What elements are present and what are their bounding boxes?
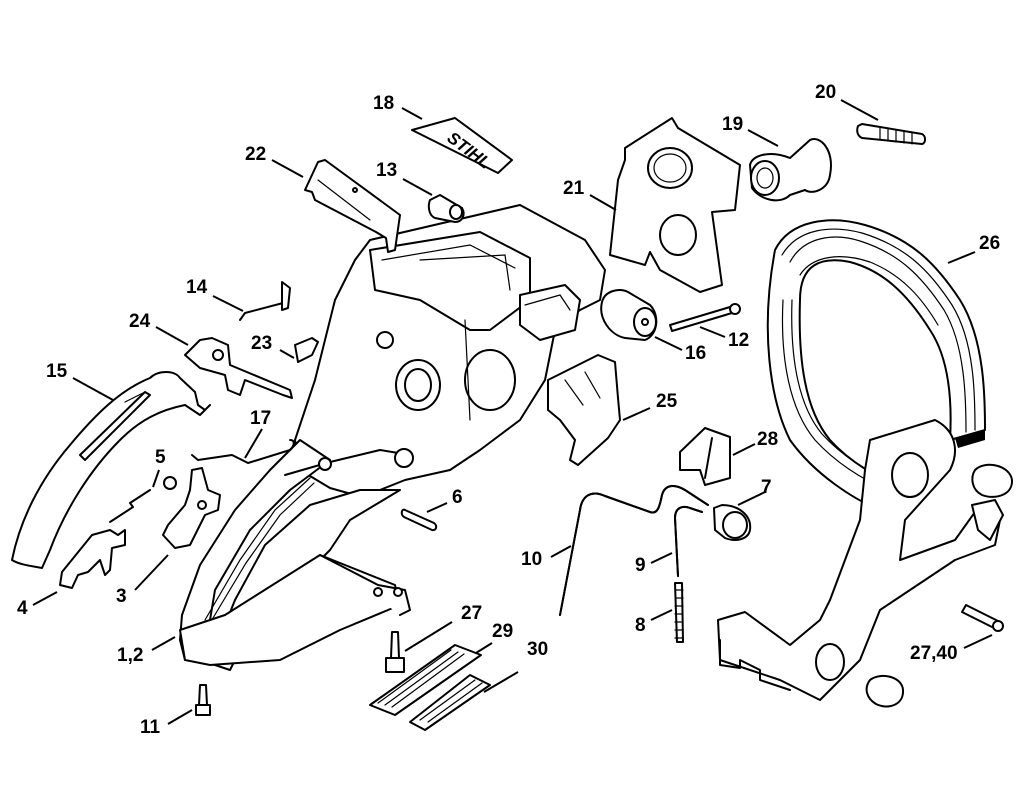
leader-21: [271, 159, 304, 178]
leader-1-2: [151, 636, 176, 651]
leader-7: [737, 491, 766, 506]
leader-19: [840, 99, 879, 121]
callout-10[interactable]: 10: [521, 549, 542, 570]
leader-25: [622, 407, 651, 421]
callout-23[interactable]: 24: [129, 311, 151, 332]
part-intake-manifold[interactable]: [749, 138, 832, 202]
leader-14: [72, 377, 114, 401]
leader-lines: [32, 99, 993, 725]
leader-8: [650, 609, 673, 621]
callout-21[interactable]: 22: [245, 144, 266, 165]
leader-16: [244, 428, 263, 459]
callout-14[interactable]: 15: [46, 361, 68, 382]
leader-18: [747, 129, 779, 147]
part-grip-clip[interactable]: [679, 427, 731, 486]
leader-26: [947, 251, 976, 264]
part-front-handle-bar[interactable]: [717, 219, 1014, 708]
leader-23: [155, 326, 189, 346]
part-screw-27[interactable]: [385, 631, 405, 673]
callout-9[interactable]: 9: [635, 555, 646, 576]
leader-24: [167, 709, 193, 725]
part-throttle-trigger[interactable]: [162, 467, 221, 549]
part-throttle-rod[interactable]: [239, 281, 291, 321]
part-rear-handle-cover[interactable]: [11, 371, 211, 569]
part-clip[interactable]: [294, 337, 319, 363]
leader-10: [550, 545, 572, 558]
callout-25[interactable]: 25: [656, 391, 678, 412]
part-interlock-lever[interactable]: [59, 529, 126, 589]
callout-24[interactable]: 11: [140, 717, 161, 738]
leader-5: [152, 469, 160, 488]
leader-9: [650, 552, 673, 564]
callout-1-2[interactable]: 1,2: [117, 645, 143, 666]
callout-22[interactable]: 23: [251, 333, 272, 354]
callout-19[interactable]: 20: [815, 82, 836, 103]
part-annular-buffer[interactable]: [427, 194, 465, 223]
part-top-cover-strip[interactable]: [304, 159, 401, 253]
part-wire-rod[interactable]: [191, 439, 295, 464]
leader-12: [402, 178, 433, 196]
leader-3: [134, 554, 169, 591]
callout-27-40[interactable]: 27,40: [910, 643, 958, 664]
callout-3[interactable]: 3: [116, 586, 127, 607]
callout-26[interactable]: 26: [979, 233, 1000, 254]
part-long-screw[interactable]: [669, 303, 741, 332]
part-pin[interactable]: [400, 508, 438, 532]
leader-30: [483, 671, 519, 693]
part-short-hose[interactable]: [674, 505, 703, 577]
callout-28[interactable]: 28: [757, 429, 778, 450]
part-spring[interactable]: [674, 582, 684, 643]
leader-28: [732, 443, 756, 456]
leader-17: [401, 107, 423, 120]
leader-27-40: [963, 634, 993, 649]
callout-13[interactable]: 14: [186, 277, 208, 298]
part-long-hose[interactable]: [559, 485, 709, 616]
callout-7[interactable]: 7: [761, 477, 772, 498]
leader-20: [589, 194, 617, 211]
callout-6[interactable]: 6: [452, 487, 463, 508]
part-brand-plate[interactable]: STIHL: [411, 117, 513, 174]
part-grip-pad-30[interactable]: [409, 674, 491, 731]
part-fuel-cap-valve[interactable]: [713, 504, 752, 541]
callout-8[interactable]: 8: [635, 615, 646, 636]
leader-11: [699, 326, 726, 338]
leader-27: [404, 621, 453, 652]
leader-29: [475, 642, 493, 654]
callout-18[interactable]: 19: [722, 114, 743, 135]
callout-5[interactable]: 5: [155, 447, 166, 468]
callout-12[interactable]: 13: [376, 160, 397, 181]
callout-11[interactable]: 12: [728, 330, 749, 351]
part-screw-24[interactable]: [195, 684, 211, 716]
leader-13: [212, 295, 244, 312]
callout-17[interactable]: 18: [373, 93, 394, 114]
leader-22: [279, 349, 295, 359]
leader-6: [426, 502, 448, 513]
callout-20[interactable]: 21: [563, 178, 585, 199]
callout-15[interactable]: 16: [685, 343, 706, 364]
part-slide[interactable]: [547, 354, 621, 466]
part-stud[interactable]: [856, 123, 926, 145]
leader-4: [32, 591, 58, 606]
callout-16[interactable]: 17: [250, 408, 271, 429]
part-handle-housing[interactable]: [179, 204, 606, 671]
callout-30[interactable]: 30: [527, 639, 548, 660]
callout-4[interactable]: 4: [17, 598, 28, 619]
part-torsion-spring[interactable]: [109, 476, 177, 523]
callout-27[interactable]: 27: [461, 603, 482, 624]
part-choke-shaft[interactable]: [184, 337, 293, 399]
leader-15: [654, 336, 683, 351]
part-rubber-buffer[interactable]: [600, 289, 658, 341]
part-grip-pad-29[interactable]: [369, 644, 482, 716]
callout-29[interactable]: 29: [492, 621, 513, 642]
callout-labels: 18 22 13 20 19 21 26 14 24 23 12 16 15 2…: [17, 82, 1000, 738]
part-baffle-plate[interactable]: [609, 117, 741, 293]
